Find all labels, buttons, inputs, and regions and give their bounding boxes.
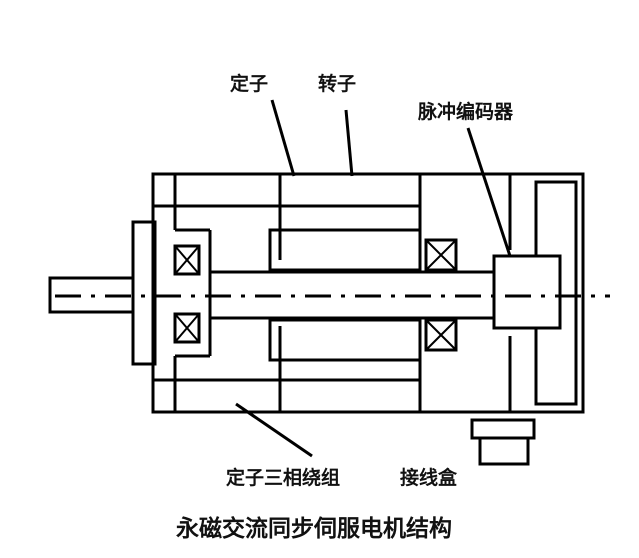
rear-bearing-bottom (424, 318, 458, 352)
label-junction-box: 接线盒 (400, 466, 458, 489)
diagram-caption: 永磁交流同步伺服电机结构 (176, 515, 452, 542)
rear-bearing-top (424, 238, 458, 272)
junction-box-shape (470, 418, 536, 466)
encoder-leader (466, 127, 512, 257)
encoder-box (492, 254, 562, 330)
winding-leader (235, 402, 313, 458)
front-bearing-bottom (173, 312, 201, 344)
label-stator: 定子 (230, 72, 268, 95)
label-encoder: 脉冲编码器 (417, 100, 514, 123)
front-bearing-top (173, 244, 201, 276)
rotor-shaft (210, 270, 500, 320)
leader-lines (235, 99, 512, 458)
front-end-cap (131, 220, 157, 366)
rotor-leader (344, 109, 354, 177)
label-rotor: 转子 (318, 72, 356, 95)
stator-leader (270, 99, 296, 177)
stator-core (278, 204, 422, 382)
label-stator-winding: 定子三相绕组 (226, 466, 340, 489)
